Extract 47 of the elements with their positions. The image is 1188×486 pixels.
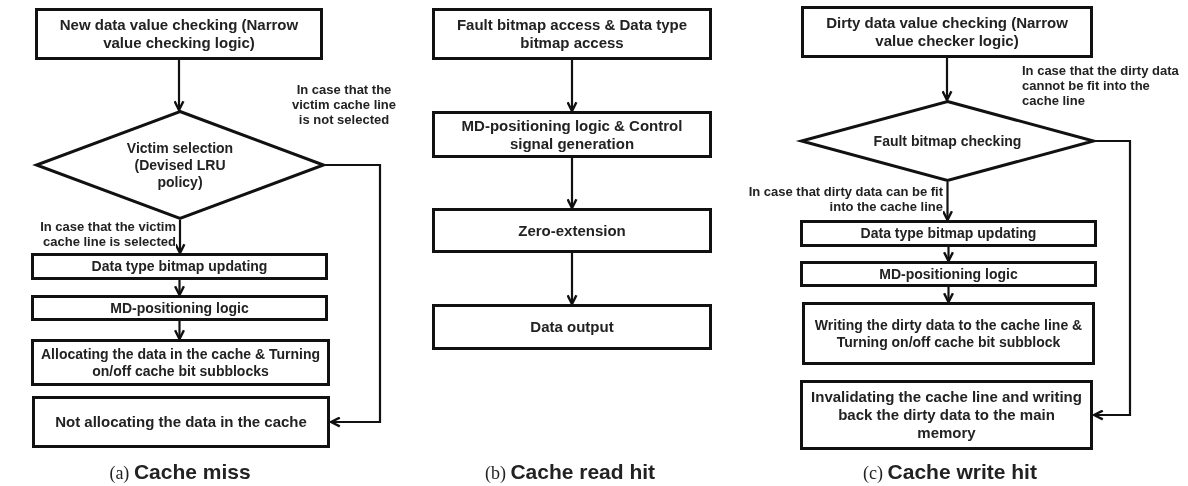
step-text: Not allocating the data in the cache [54, 413, 308, 431]
arrow [174, 220, 186, 255]
process-box [432, 304, 712, 350]
arrow [173, 321, 186, 341]
arrow [173, 60, 185, 112]
step-text: Fault bitmap access & Data type bitmap access [455, 16, 689, 52]
process-box [800, 220, 1097, 247]
step-text: MD-positioning logic [878, 265, 1019, 283]
arrow [941, 182, 954, 222]
arrow [942, 247, 955, 263]
step-text: Allocating the data in the cache & Turning on/off cache bit subblocks [40, 345, 321, 380]
step-text: Zero-extension [517, 221, 627, 240]
process-box [432, 111, 712, 158]
arrow [566, 60, 578, 113]
step-text: Data type bitmap updating [90, 258, 269, 275]
step-text: New data value checking (Narrow value checking logic) [58, 16, 300, 52]
arrow [566, 158, 578, 210]
arrow [566, 253, 578, 306]
process-box [432, 208, 712, 253]
arrow [941, 58, 953, 102]
process-box [31, 295, 328, 321]
process-box [802, 302, 1095, 365]
process-box [801, 6, 1093, 58]
step-text: Writing the dirty data to the cache line & Turning on/off cache bit subblock [813, 316, 1084, 351]
step-text: Data output [529, 318, 615, 336]
process-box [32, 396, 330, 448]
process-box [432, 8, 712, 60]
process-box [800, 380, 1093, 450]
step-text: MD-positioning logic [109, 299, 250, 317]
arrow [1092, 139, 1132, 421]
step-text: Invalidating the cache line and writing back the dirty data to the main memory [810, 388, 1083, 442]
step-text: Fault bitmap checking [872, 132, 1023, 150]
process-box [35, 8, 323, 60]
panel-caption: (c) Cache write hit [862, 460, 1038, 484]
edge-label: In case that the victim cache line is not selected [290, 82, 398, 127]
step-text: Data type bitmap updating [859, 225, 1038, 242]
process-box [800, 261, 1097, 287]
step-text: Dirty data value checking (Narrow value checker logic) [825, 14, 1069, 50]
arrow [173, 280, 186, 297]
arrow [325, 163, 382, 428]
process-box [31, 253, 328, 280]
arrow [942, 287, 955, 304]
panel-caption: (b) Cache read hit [483, 460, 657, 484]
step-text: MD-positioning logic & Control signal generation [460, 116, 684, 153]
step-text: Victim selection (Devised LRU policy) [125, 139, 235, 191]
panel-caption: (a) Cache miss [108, 460, 252, 484]
process-box [31, 339, 330, 386]
